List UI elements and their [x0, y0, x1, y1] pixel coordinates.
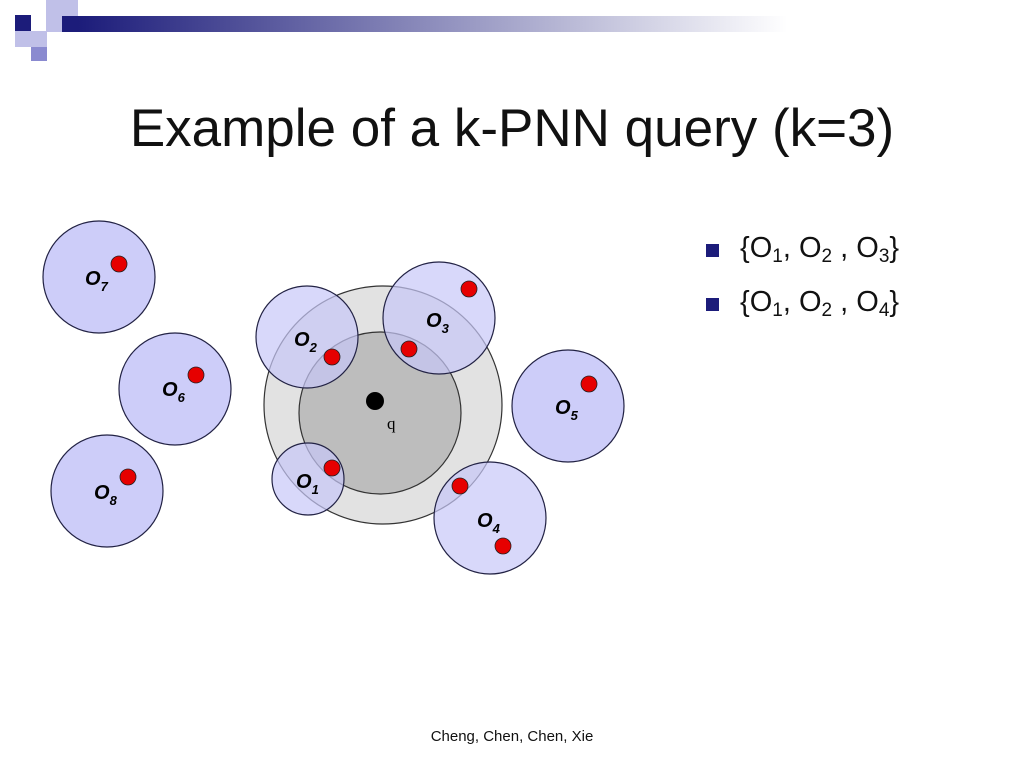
object-label-base: O [477, 510, 493, 532]
answer-object-sub: 2 [821, 246, 833, 267]
answer-item: {O1, O2 , O3} [704, 232, 899, 286]
answer-object-base: O [856, 232, 879, 264]
object-label-base: O [85, 268, 101, 290]
object-label-base: O [94, 482, 110, 504]
object-o3: O3 [382, 261, 496, 375]
object-label-o8: O8 [94, 482, 118, 508]
object-o7: O7 [42, 220, 156, 334]
header-square [15, 31, 31, 47]
header-square [46, 16, 62, 32]
header-gradient-bar [78, 16, 1024, 32]
answer-object: O1 [749, 286, 783, 321]
header-square [46, 0, 62, 16]
answer-object-sub: 3 [878, 246, 890, 267]
answer-object-sub: 4 [878, 300, 890, 321]
object-label-sub: 3 [442, 321, 450, 336]
object-point [494, 537, 512, 555]
object-label-sub: 1 [312, 482, 319, 497]
answer-object-base: O [798, 232, 822, 264]
object-o8: O8 [50, 434, 164, 548]
object-point [110, 255, 128, 273]
slide-footer: Cheng, Chen, Chen, Xie [430, 728, 594, 745]
object-label-o6: O6 [162, 379, 186, 405]
object-point [400, 340, 418, 358]
answer-object-sub: 1 [772, 300, 783, 321]
object-label-o5: O5 [555, 397, 579, 423]
slide-title: Example of a k-PNN query (k=3) [129, 99, 895, 158]
knn-diagram: O7 O6 O8 O5 O2 O3 O1 O4 q [42, 220, 625, 575]
header-square [62, 16, 78, 32]
object-label-base: O [426, 310, 442, 332]
answer-item: {O1, O2 , O4} [704, 286, 899, 340]
header-square [15, 15, 31, 31]
object-o5: O5 [511, 349, 625, 463]
object-region [118, 332, 232, 446]
header-square [31, 47, 47, 61]
answer-object-sub: 2 [821, 300, 833, 321]
object-point [460, 280, 478, 298]
object-region [271, 442, 345, 516]
object-label-sub: 4 [492, 521, 501, 536]
object-label-base: O [294, 329, 310, 351]
header-square [62, 0, 78, 16]
object-label-base: O [162, 379, 178, 401]
object-point [187, 366, 205, 384]
object-label-base: O [555, 397, 571, 419]
object-point [580, 375, 598, 393]
object-region [42, 220, 156, 334]
answer-object: O2 [798, 232, 833, 267]
object-point [323, 348, 341, 366]
object-point [451, 477, 469, 495]
answer-object-base: O [749, 232, 773, 264]
object-label-sub: 7 [101, 279, 109, 294]
object-point [323, 459, 341, 477]
object-label-sub: 8 [110, 493, 118, 508]
object-label-o1: O1 [296, 471, 319, 497]
object-o6: O6 [118, 332, 232, 446]
object-label-o3: O3 [426, 310, 450, 336]
answer-object: O3 [856, 232, 890, 267]
answer-list: {O1, O2 , O3} {O1, O2 , O4} [704, 232, 899, 340]
answer-object-sub: 1 [772, 246, 783, 267]
query-point [366, 392, 384, 410]
object-o2: O2 [255, 285, 359, 389]
object-o1: O1 [271, 442, 345, 516]
object-label-sub: 6 [178, 390, 186, 405]
object-label-o4: O4 [477, 510, 501, 536]
object-region [511, 349, 625, 463]
object-point [119, 468, 137, 486]
bullet-square-icon [706, 298, 719, 311]
object-o4: O4 [433, 461, 547, 575]
query-label: q [387, 414, 396, 433]
object-label-sub: 2 [309, 340, 318, 355]
answer-object: O1 [749, 232, 783, 267]
object-label-o7: O7 [85, 268, 109, 294]
answer-object: O4 [856, 286, 890, 321]
answer-object: O2 [798, 286, 833, 321]
bullet-square-icon [706, 244, 719, 257]
header-square [31, 31, 47, 47]
answer-object-base: O [856, 286, 879, 318]
answer-object-base: O [798, 286, 822, 318]
header-decoration [15, 0, 1024, 61]
object-region [50, 434, 164, 548]
object-label-base: O [296, 471, 312, 493]
object-label-sub: 5 [571, 408, 579, 423]
object-label-o2: O2 [294, 329, 318, 355]
answer-object-base: O [749, 286, 773, 318]
